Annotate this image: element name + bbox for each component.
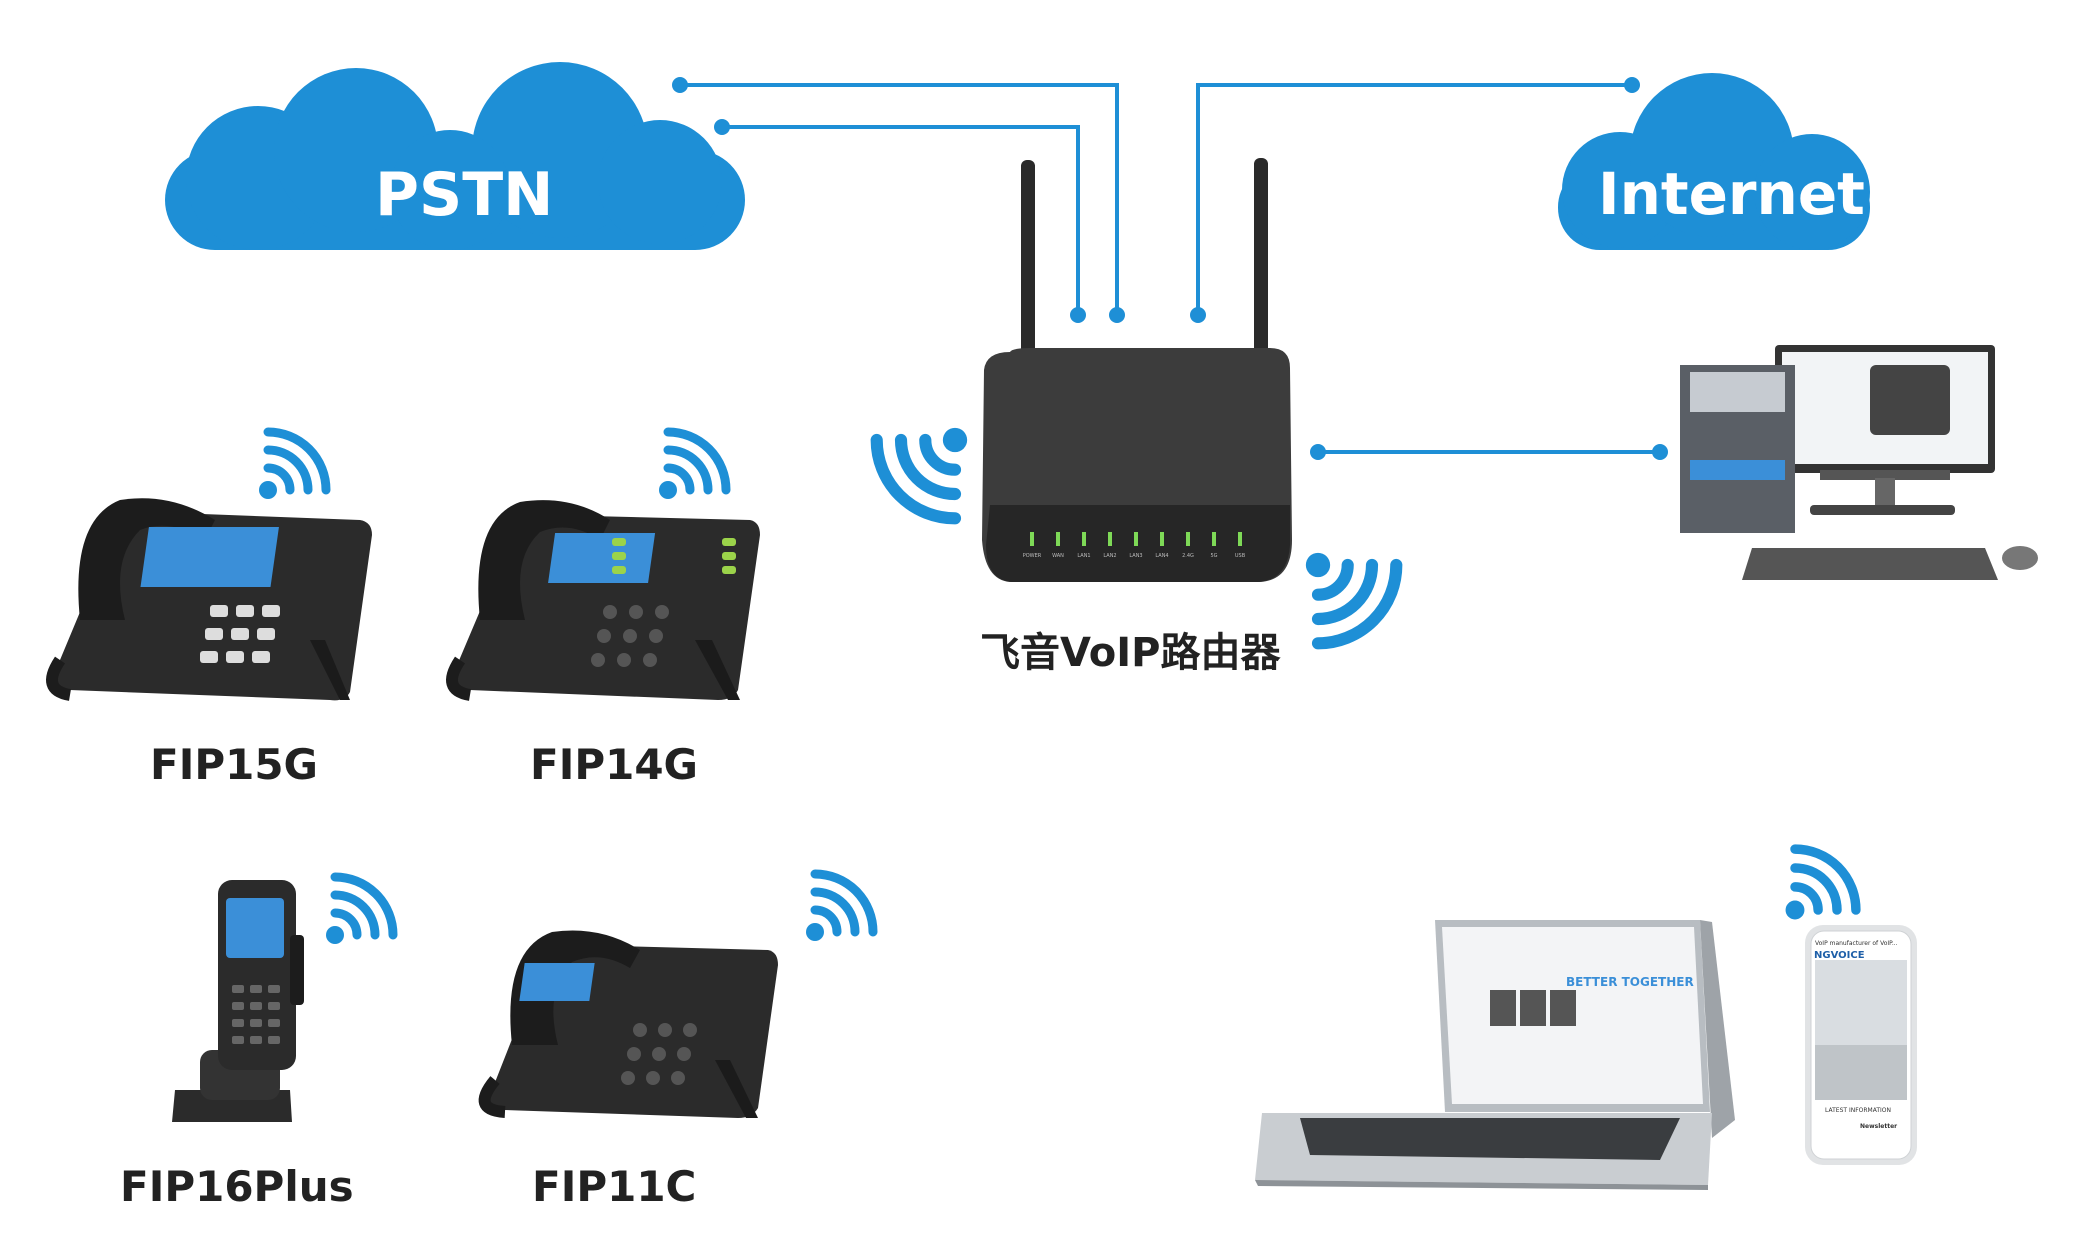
fip14g-phone-image xyxy=(446,500,760,701)
pstn-line-2 xyxy=(722,125,1080,315)
router-led-5g xyxy=(1212,532,1216,546)
dot xyxy=(714,119,730,135)
router-led-wan xyxy=(1056,532,1060,546)
wifi-icon xyxy=(806,869,878,941)
router-port-label: USB xyxy=(1235,553,1246,559)
phone-screen-top: VoIP manufacturer of VoIP... xyxy=(1815,940,1898,947)
dot xyxy=(672,77,688,93)
wifi-icon xyxy=(1305,552,1403,650)
phone-screen-item: Newsletter xyxy=(1860,1123,1897,1130)
router-led-power xyxy=(1030,532,1034,546)
router-device: POWER WAN LAN1 LAN2 LAN3 LAN4 2.4G 5G USB xyxy=(982,158,1292,582)
fip16plus-label: FIP16Plus xyxy=(120,1162,354,1211)
router-port-label: LAN1 xyxy=(1077,553,1090,559)
router-antenna-left xyxy=(1021,160,1035,360)
router-port-label: LAN3 xyxy=(1129,553,1142,559)
router-port-label: LAN2 xyxy=(1103,553,1116,559)
dot xyxy=(1109,307,1125,323)
laptop-image: BETTER TOGETHER xyxy=(1255,920,1735,1190)
router-led-usb xyxy=(1238,532,1242,546)
fip11c-phone-image xyxy=(478,930,778,1118)
router-port-label: LAN4 xyxy=(1155,553,1168,559)
wifi-signals xyxy=(259,427,1861,944)
router-antenna-right xyxy=(1254,158,1268,358)
connection-dots xyxy=(672,77,1668,460)
router-led-lan2 xyxy=(1108,532,1112,546)
pstn-cloud-icon xyxy=(165,62,745,250)
wifi-icon xyxy=(659,427,731,499)
wifi-icon xyxy=(1785,844,1861,920)
dot xyxy=(1652,444,1668,460)
router-led-24g xyxy=(1186,532,1190,546)
router-led-lan1 xyxy=(1082,532,1086,546)
wifi-icon xyxy=(259,427,331,499)
dot xyxy=(1190,307,1206,323)
pstn-label: PSTN xyxy=(375,160,554,230)
router-led-lan3 xyxy=(1134,532,1138,546)
internet-line xyxy=(1196,83,1632,315)
router-port-label: WAN xyxy=(1052,553,1064,559)
pstn-line-1 xyxy=(680,83,1119,315)
internet-cloud-icon xyxy=(1558,73,1870,250)
internet-label: Internet xyxy=(1598,160,1865,228)
router-port-leds: POWER WAN LAN1 LAN2 LAN3 LAN4 2.4G 5G USB xyxy=(1023,532,1246,559)
connection-lines xyxy=(680,83,1660,454)
fip15g-label: FIP15G xyxy=(150,740,319,789)
laptop-screen-headline: BETTER TOGETHER xyxy=(1566,975,1694,989)
fip16plus-handset-image xyxy=(172,880,304,1122)
fip14g-label: FIP14G xyxy=(530,740,699,789)
dot xyxy=(1624,77,1640,93)
phone-screen-section: LATEST INFORMATION xyxy=(1825,1107,1891,1114)
router-port-label: POWER xyxy=(1023,553,1042,559)
desktop-pc-image xyxy=(1680,345,2038,580)
router-port-label: 2.4G xyxy=(1182,553,1194,559)
router-led-lan4 xyxy=(1160,532,1164,546)
phone-screen-brand: NGVOICE xyxy=(1814,950,1865,961)
fip11c-label: FIP11C xyxy=(532,1162,697,1211)
router-port-label: 5G xyxy=(1210,553,1217,559)
dot xyxy=(1070,307,1086,323)
wifi-icon xyxy=(870,427,968,525)
smartphone-image: NGVOICE VoIP manufacturer of VoIP... LAT… xyxy=(1805,925,1917,1165)
wifi-icon xyxy=(326,872,398,944)
fip15g-phone-image xyxy=(46,498,372,701)
router-label: 飞音VoIP路由器 xyxy=(980,630,1281,676)
dot xyxy=(1310,444,1326,460)
